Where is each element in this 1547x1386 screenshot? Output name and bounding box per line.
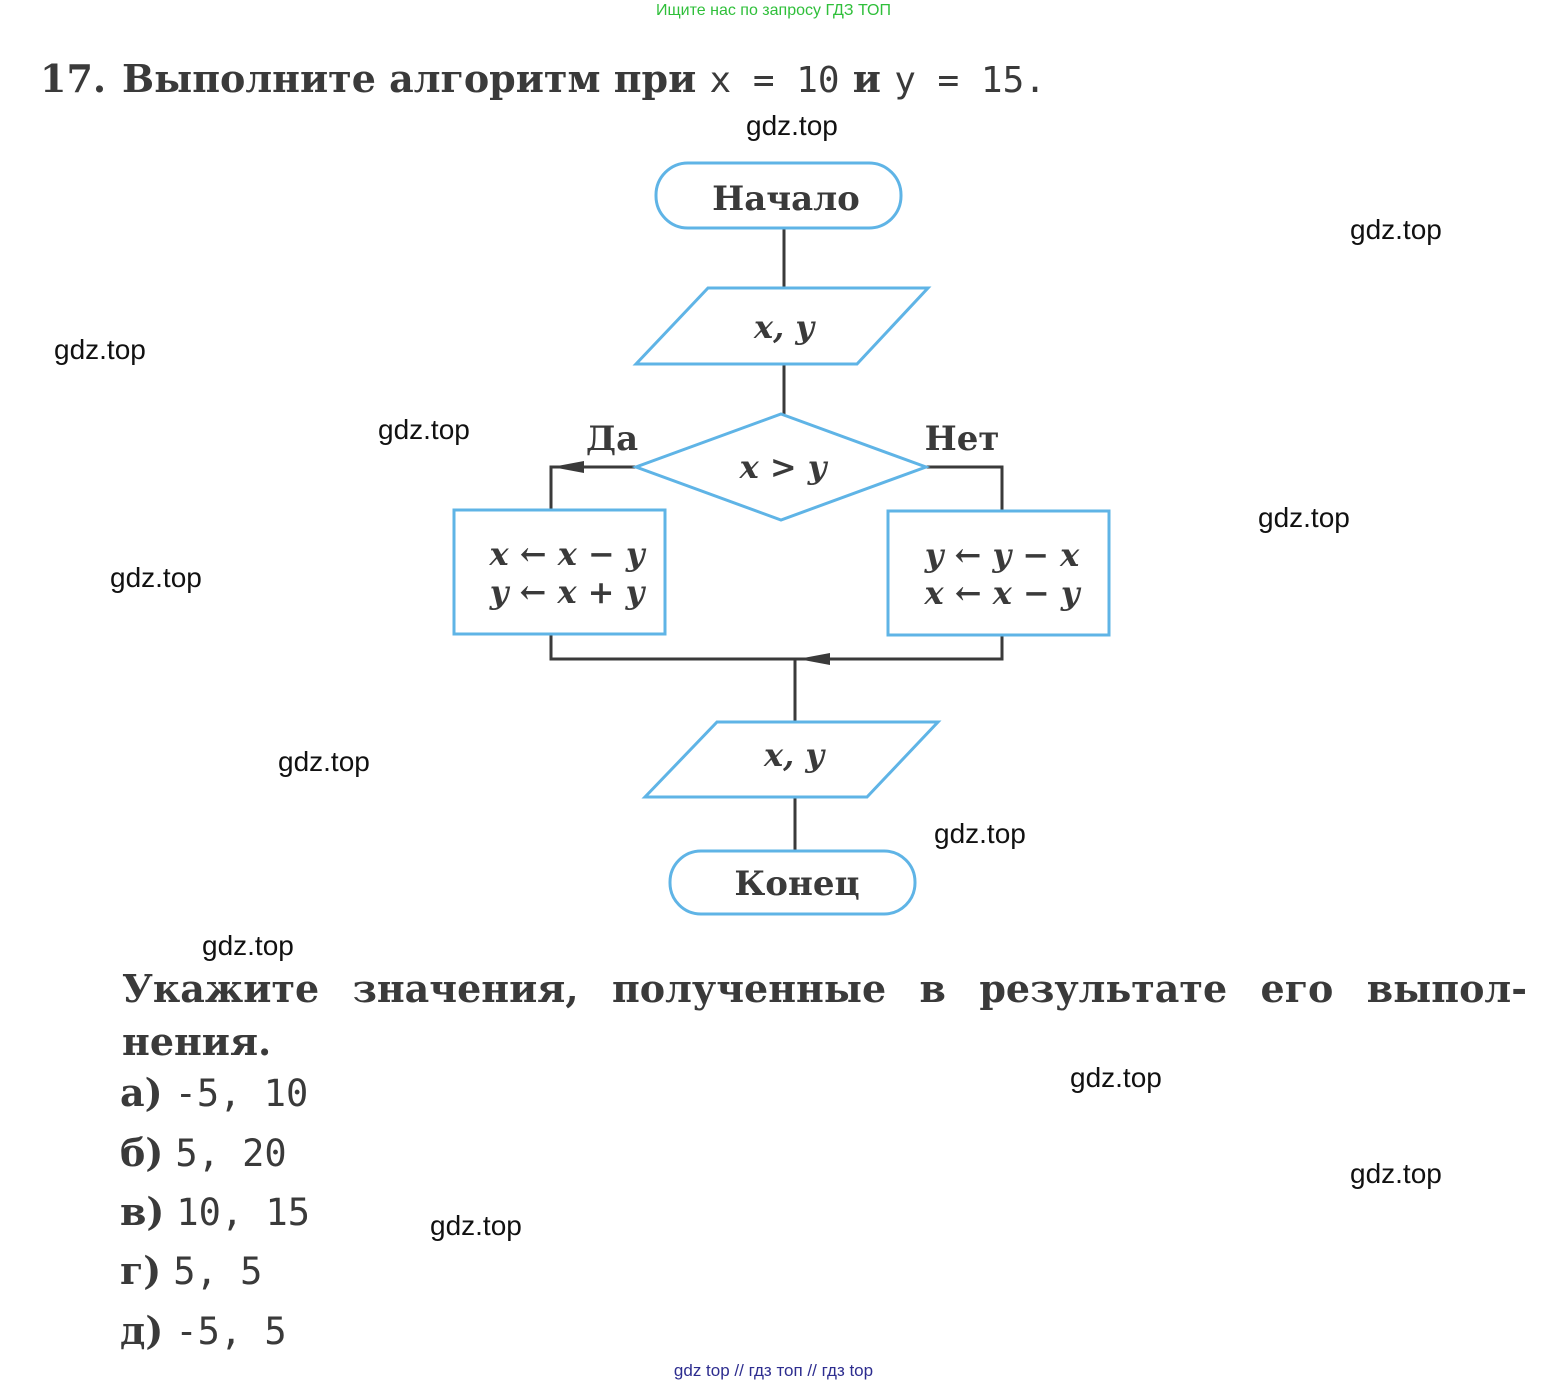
option-value: -5, 5 xyxy=(175,1310,287,1353)
no-label: Нет xyxy=(925,419,1000,459)
question-text: Укажите значения, полученные в результат… xyxy=(122,966,1527,1064)
top-banner[interactable]: Ищите нас по запросу ГДЗ ТОП xyxy=(656,2,891,19)
watermark: gdz.top xyxy=(54,334,146,365)
condition-diamond xyxy=(631,412,931,522)
task-y-expr: y = 15. xyxy=(894,60,1046,101)
no-process-block xyxy=(886,509,1111,637)
yes-process-block xyxy=(452,508,667,636)
option-c: в) 10, 15 xyxy=(120,1189,310,1234)
yes-line-2: y ← x + y xyxy=(489,573,647,611)
option-label: г) xyxy=(120,1248,162,1293)
watermark: gdz.top xyxy=(110,562,202,593)
yes-label: Да xyxy=(586,419,638,459)
option-d: г) 5, 5 xyxy=(120,1248,262,1293)
task-x-expr: x = 10 xyxy=(709,60,840,101)
option-label: д) xyxy=(120,1308,164,1353)
option-label: б) xyxy=(120,1130,164,1175)
no-line-2: x ← x − y xyxy=(924,574,1082,612)
output-block xyxy=(641,720,942,799)
connector-merge xyxy=(549,634,1004,661)
option-b: б) 5, 20 xyxy=(120,1130,287,1175)
start-label: Начало xyxy=(712,179,860,219)
connector-no-branch xyxy=(926,465,1004,512)
task-statement: Выполните алгоритм при x = 10 и y = 15. xyxy=(122,56,1046,101)
watermark: gdz.top xyxy=(1350,1158,1442,1189)
task-text-before: Выполните алгоритм при xyxy=(122,56,710,101)
watermark: gdz.top xyxy=(1350,214,1442,245)
output-label: x, y xyxy=(763,736,826,774)
task-number: 17. xyxy=(40,56,107,101)
connector-yes-branch xyxy=(549,465,636,512)
start-terminator xyxy=(654,161,903,230)
condition-label: x > y xyxy=(739,448,829,486)
input-label: x, y xyxy=(753,308,816,346)
option-label: а) xyxy=(120,1070,163,1115)
arrow-merge xyxy=(798,653,830,665)
watermark: gdz.top xyxy=(1070,1062,1162,1093)
option-a: а) -5, 10 xyxy=(120,1070,308,1115)
watermark: gdz.top xyxy=(378,414,470,445)
footer-links[interactable]: gdz top // гдз топ // гдз top xyxy=(673,1361,874,1380)
watermark: gdz.top xyxy=(278,746,370,777)
option-e: д) -5, 5 xyxy=(120,1308,287,1353)
option-value: 5, 20 xyxy=(175,1132,287,1175)
watermark: gdz.top xyxy=(430,1210,522,1241)
watermark: gdz.top xyxy=(746,110,838,141)
task-conj: и xyxy=(839,56,895,101)
watermark: gdz.top xyxy=(202,930,294,961)
option-value: 5, 5 xyxy=(173,1250,263,1293)
end-terminator xyxy=(668,849,917,916)
option-value: 10, 15 xyxy=(176,1191,311,1234)
option-value: -5, 10 xyxy=(174,1072,309,1115)
end-label: Конец xyxy=(734,864,859,904)
option-label: в) xyxy=(120,1189,165,1234)
no-line-1: y ← y − x xyxy=(924,536,1080,574)
yes-line-1: x ← x − y xyxy=(489,535,647,573)
watermark: gdz.top xyxy=(1258,502,1350,533)
watermark: gdz.top xyxy=(934,818,1026,849)
input-block xyxy=(632,286,932,366)
arrow-yes xyxy=(552,461,584,473)
